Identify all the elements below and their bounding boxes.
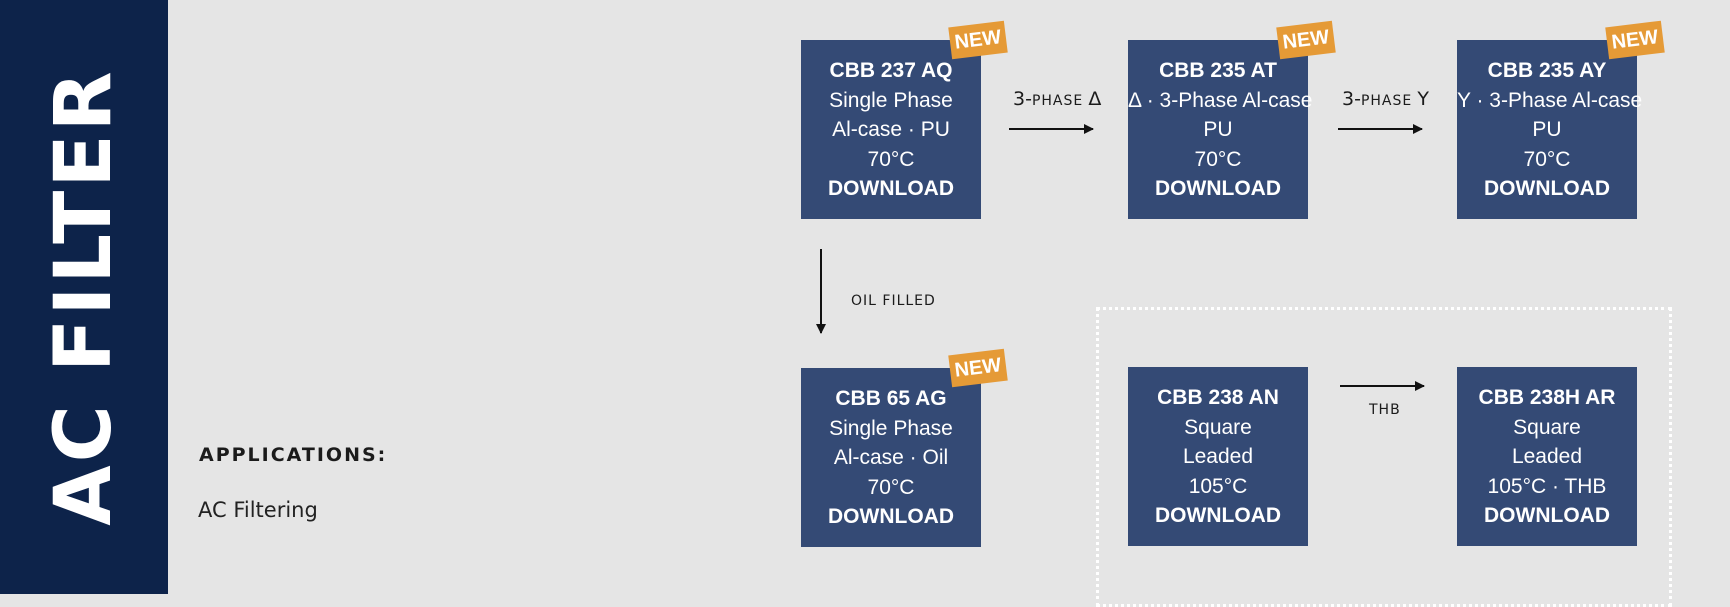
product-spec: Square bbox=[1184, 415, 1252, 439]
product-card-cbb-238h-ar[interactable]: CBB 238H AR Square Leaded 105°C · THB DO… bbox=[1457, 367, 1637, 546]
product-name: CBB 238H AR bbox=[1478, 386, 1616, 409]
product-temp: 70°C bbox=[1194, 147, 1242, 171]
product-spec: Leaded bbox=[1511, 445, 1583, 468]
product-temp: 105°C · THB bbox=[1487, 474, 1607, 498]
product-name: CBB 235 AT bbox=[1159, 59, 1277, 82]
product-temp: 70°C bbox=[867, 475, 915, 499]
sidebar: AC FILTER bbox=[0, 0, 168, 594]
download-link[interactable]: DOWNLOAD bbox=[1155, 177, 1281, 200]
download-link[interactable]: DOWNLOAD bbox=[828, 177, 954, 200]
product-temp: 105°C bbox=[1188, 474, 1248, 498]
product-spec: Δ · 3-Phase Al-case bbox=[1128, 88, 1313, 112]
product-spec: Leaded bbox=[1182, 445, 1254, 468]
product-spec: Y · 3-Phase Al-case bbox=[1457, 88, 1643, 112]
new-badge: NEW bbox=[948, 348, 1008, 388]
product-spec: Al-case · Oil bbox=[833, 446, 949, 469]
download-link[interactable]: DOWNLOAD bbox=[1155, 504, 1281, 527]
new-badge: NEW bbox=[1605, 20, 1665, 60]
label-3-phase-wye: 3-PHASE Y bbox=[1342, 88, 1429, 110]
product-spec: Square bbox=[1513, 415, 1581, 439]
connector-arrows bbox=[816, 124, 1425, 391]
product-card-cbb-238-an[interactable]: CBB 238 AN Square Leaded 105°C DOWNLOAD bbox=[1128, 367, 1308, 546]
product-temp: 70°C bbox=[867, 147, 915, 171]
product-card-cbb-65-ag[interactable]: CBB 65 AG Single Phase Al-case · Oil 70°… bbox=[801, 368, 981, 547]
product-card-cbb-235-at[interactable]: CBB 235 AT Δ · 3-Phase Al-case PU 70°C D… bbox=[1128, 40, 1313, 219]
product-spec: Single Phase bbox=[829, 416, 953, 440]
product-spec: PU bbox=[1203, 118, 1233, 141]
product-name: CBB 237 AQ bbox=[829, 59, 953, 82]
product-card-cbb-235-ay[interactable]: CBB 235 AY Y · 3-Phase Al-case PU 70°C D… bbox=[1457, 40, 1643, 219]
new-badge: NEW bbox=[1276, 20, 1336, 60]
label-thb: THB bbox=[1369, 402, 1401, 418]
download-link[interactable]: DOWNLOAD bbox=[1484, 504, 1610, 527]
label-3-phase-delta: 3-PHASE Δ bbox=[1013, 88, 1102, 110]
product-spec: Single Phase bbox=[829, 88, 953, 112]
product-spec: PU bbox=[1532, 118, 1562, 141]
product-name: CBB 235 AY bbox=[1487, 59, 1607, 82]
label-oil-filled: OIL FILLED bbox=[851, 293, 936, 309]
product-name: CBB 238 AN bbox=[1157, 386, 1279, 409]
download-link[interactable]: DOWNLOAD bbox=[828, 505, 954, 528]
product-card-cbb-237-aq[interactable]: CBB 237 AQ Single Phase Al-case · PU 70°… bbox=[801, 40, 981, 219]
product-name: CBB 65 AG bbox=[835, 387, 947, 410]
product-temp: 70°C bbox=[1523, 147, 1571, 171]
applications-heading: APPLICATIONS: bbox=[199, 444, 388, 466]
applications-item: AC Filtering bbox=[198, 498, 318, 522]
new-badge: NEW bbox=[948, 20, 1008, 60]
product-spec: Al-case · PU bbox=[832, 118, 950, 141]
download-link[interactable]: DOWNLOAD bbox=[1484, 177, 1610, 200]
